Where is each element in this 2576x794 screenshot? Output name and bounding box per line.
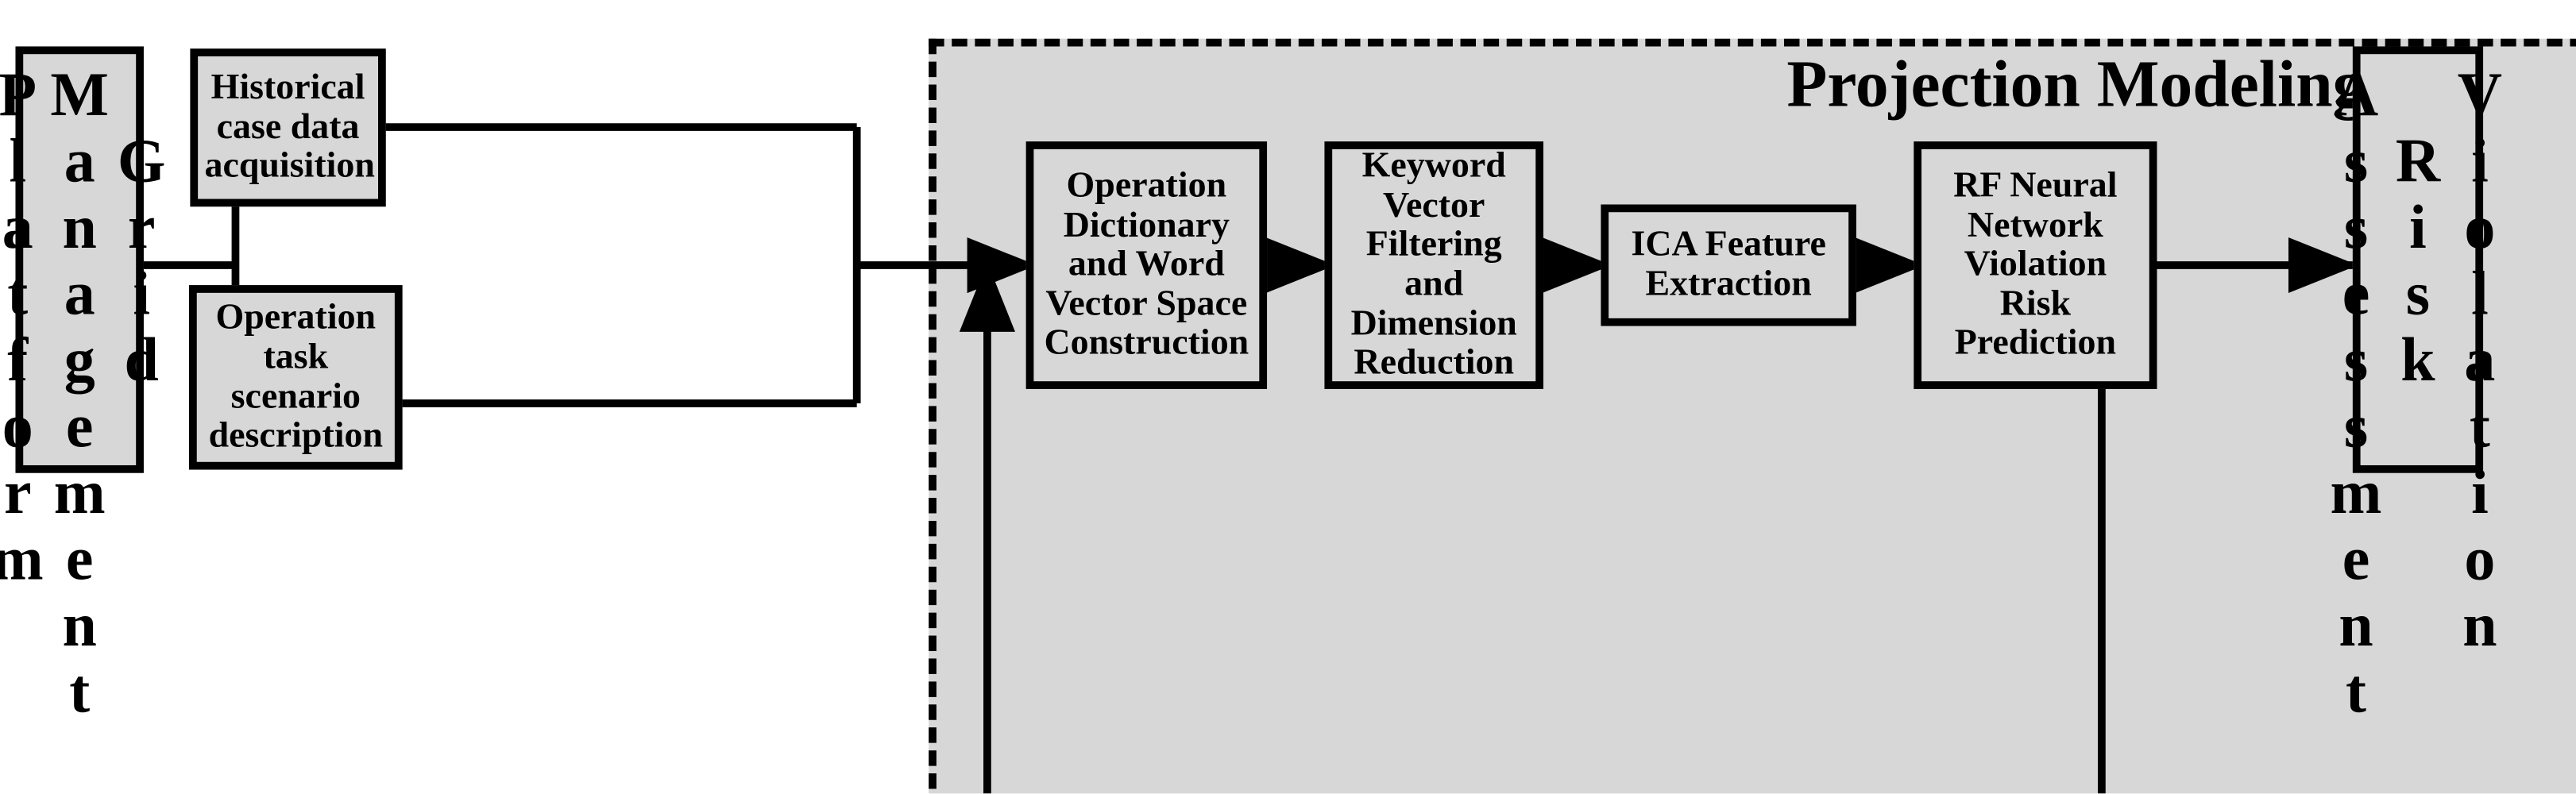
node-violation-risk-assessment[interactable]: Violation Risk Assessment [2322,46,2514,724]
edge-internal-feedback [959,262,2106,794]
node-label-operation-dictionary: Operation Dictionary and Word Vector Spa… [1044,165,1249,364]
node-rf-neural-network-violation-risk-prediction[interactable]: RF Neural Network Violation Risk Predict… [1914,141,2157,389]
node-operation-task-scenario-description[interactable]: Operation task scenario description [189,285,403,470]
node-keyword-vector-filtering-dimension-reduction[interactable]: Keyword Vector Filtering and Dimension R… [1324,141,1544,389]
node-label-historical-case-data-acquisition: Historical case data acquisition [204,67,375,187]
node-ica-feature-extraction[interactable]: ICA Feature Extraction [1601,204,1856,326]
node-label-operation-task-scenario-description: Operation task scenario description [208,297,384,456]
projection-modeling-title: Projection Modeling [1786,47,2366,121]
node-grid-management-platform[interactable]: Grid Management Platform [0,46,176,724]
node-label-violation-risk-assessment: Violation Risk Assessment [2321,60,2515,724]
node-operation-dictionary-word-vector-space-construction[interactable]: Operation Dictionary and Word Vector Spa… [1025,141,1268,389]
node-label-grid-management-platform: Grid Management Platform [0,60,176,724]
node-label-rf-neural-network: RF Neural Network Violation Risk Predict… [1953,165,2118,364]
node-label-ica-feature-extraction: ICA Feature Extraction [1631,225,1826,304]
node-label-keyword-vector: Keyword Vector Filtering and Dimension R… [1350,145,1517,383]
node-historical-case-data-acquisition[interactable]: Historical case data acquisition [190,48,386,207]
